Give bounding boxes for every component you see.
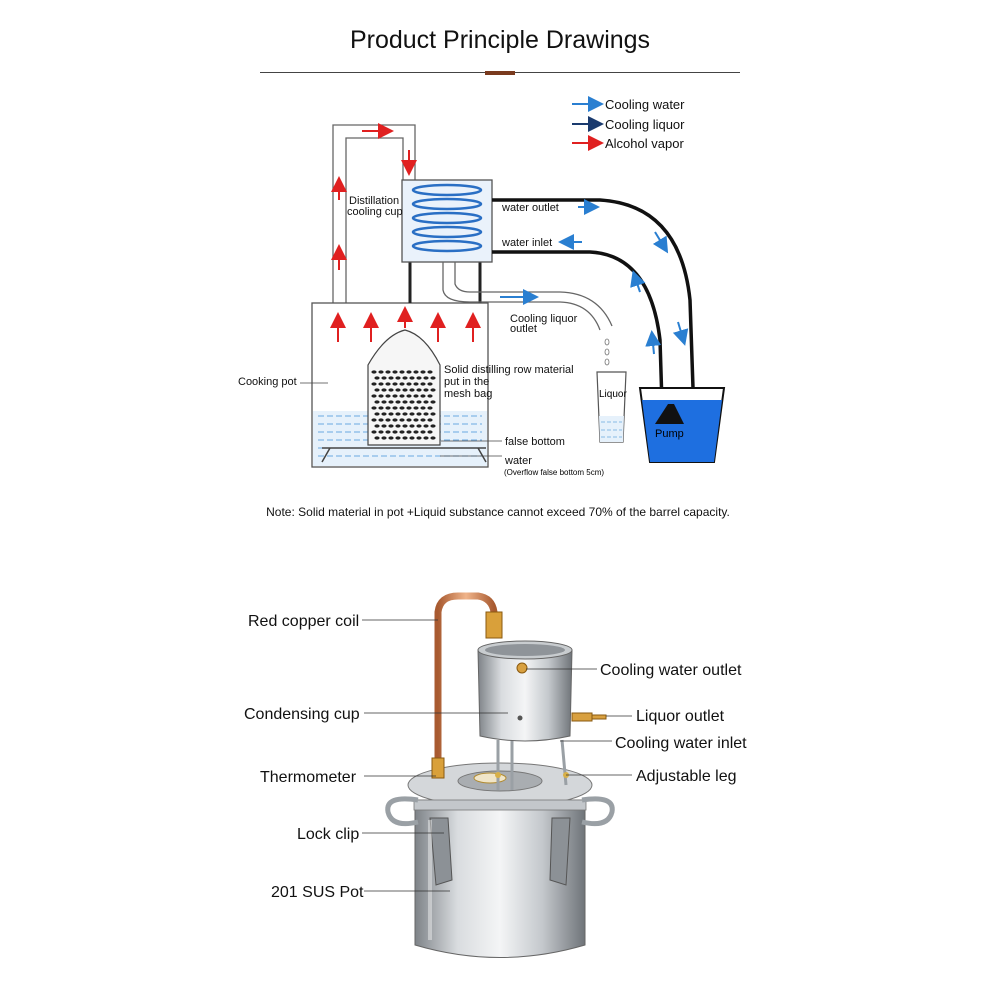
red-copper-coil bbox=[434, 592, 498, 770]
callout-red-copper-coil: Red copper coil bbox=[248, 613, 359, 630]
condensing-cup bbox=[477, 649, 573, 742]
label-water: water bbox=[504, 455, 532, 467]
label-liquor: Liquor bbox=[599, 389, 627, 400]
coil-brass-fitting bbox=[485, 611, 503, 639]
pot-body bbox=[414, 799, 586, 958]
lid-fitting bbox=[473, 772, 507, 784]
product-illustration: Red copper coil Condensing cup Thermomet… bbox=[244, 592, 747, 958]
liquor-in-glass bbox=[599, 416, 624, 442]
cooling-water-outlet-port bbox=[516, 662, 528, 674]
pot-rim bbox=[413, 799, 587, 811]
title-divider-accent bbox=[485, 71, 515, 75]
hose-arrow bbox=[672, 321, 689, 346]
legend: Cooling water Cooling liquor Alcohol vap… bbox=[572, 96, 685, 151]
label-mesh-bag-2: put in the bbox=[444, 376, 489, 388]
legend-cooling-liquor: Cooling liquor bbox=[605, 117, 685, 132]
vapor-pipe-inner bbox=[345, 137, 404, 303]
liquor-pipe-bottom bbox=[454, 262, 613, 327]
hose-arrow bbox=[652, 231, 669, 254]
label-distillation-cup-1: Distillation bbox=[349, 195, 399, 207]
liquor-outlet-port bbox=[571, 712, 593, 722]
water-outlet-hose bbox=[492, 198, 695, 389]
principle-drawing: Distillation cooling cup water outlet wa… bbox=[238, 123, 726, 477]
label-mesh-bag-3: mesh bag bbox=[444, 388, 492, 400]
thermometer bbox=[431, 757, 445, 779]
label-false-bottom: false bottom bbox=[505, 436, 565, 448]
label-pump: Pump bbox=[655, 428, 684, 440]
mesh-bag bbox=[367, 329, 441, 446]
label-water-note: (Overflow false bottom 5cm) bbox=[504, 468, 604, 477]
pump bbox=[655, 404, 684, 424]
callout-cooling-water-outlet: Cooling water outlet bbox=[600, 662, 742, 679]
pot-handle-right bbox=[581, 796, 615, 827]
pot-vapor-arrows bbox=[330, 306, 481, 342]
callout-adjustable-leg: Adjustable leg bbox=[636, 768, 737, 785]
hose-arrow bbox=[630, 270, 646, 293]
callout-cooling-water-inlet: Cooling water inlet bbox=[615, 735, 747, 752]
false-bottom bbox=[321, 447, 487, 463]
callout-lock-clip: Lock clip bbox=[297, 826, 359, 843]
label-liquor-outlet-1: Cooling liquor bbox=[510, 313, 578, 325]
callout-thermometer: Thermometer bbox=[260, 769, 357, 786]
lock-clip-right bbox=[549, 817, 571, 886]
page-title: Product Principle Drawings bbox=[349, 26, 651, 54]
callout-liquor-outlet: Liquor outlet bbox=[636, 708, 725, 725]
liquor-drops bbox=[604, 338, 610, 366]
legend-alcohol-vapor: Alcohol vapor bbox=[605, 136, 684, 151]
label-distillation-cup-2: cooling cup bbox=[347, 206, 403, 218]
label-cooking-pot: Cooking pot bbox=[238, 376, 297, 388]
legend-cooling-water: Cooling water bbox=[605, 97, 685, 112]
label-mesh-bag-1: Solid distilling row material bbox=[444, 364, 574, 376]
label-water-outlet: water outlet bbox=[501, 202, 559, 214]
mesh-bag-material bbox=[371, 370, 436, 440]
cooling-coil bbox=[411, 183, 483, 253]
callout-leaders bbox=[362, 619, 632, 892]
pot-handle-left bbox=[385, 796, 419, 827]
vapor-pipe-outer bbox=[332, 124, 416, 303]
callout-condensing-cup: Condensing cup bbox=[244, 706, 360, 723]
callout-sus-pot: 201 SUS Pot bbox=[271, 884, 364, 901]
liquor-pipe-top bbox=[442, 262, 601, 331]
label-water-inlet: water inlet bbox=[501, 237, 552, 249]
hose-arrow bbox=[645, 330, 662, 355]
capacity-note: Note: Solid material in pot +Liquid subs… bbox=[266, 505, 730, 519]
lock-clip-left bbox=[429, 817, 453, 886]
label-liquor-outlet-2: outlet bbox=[510, 323, 537, 335]
